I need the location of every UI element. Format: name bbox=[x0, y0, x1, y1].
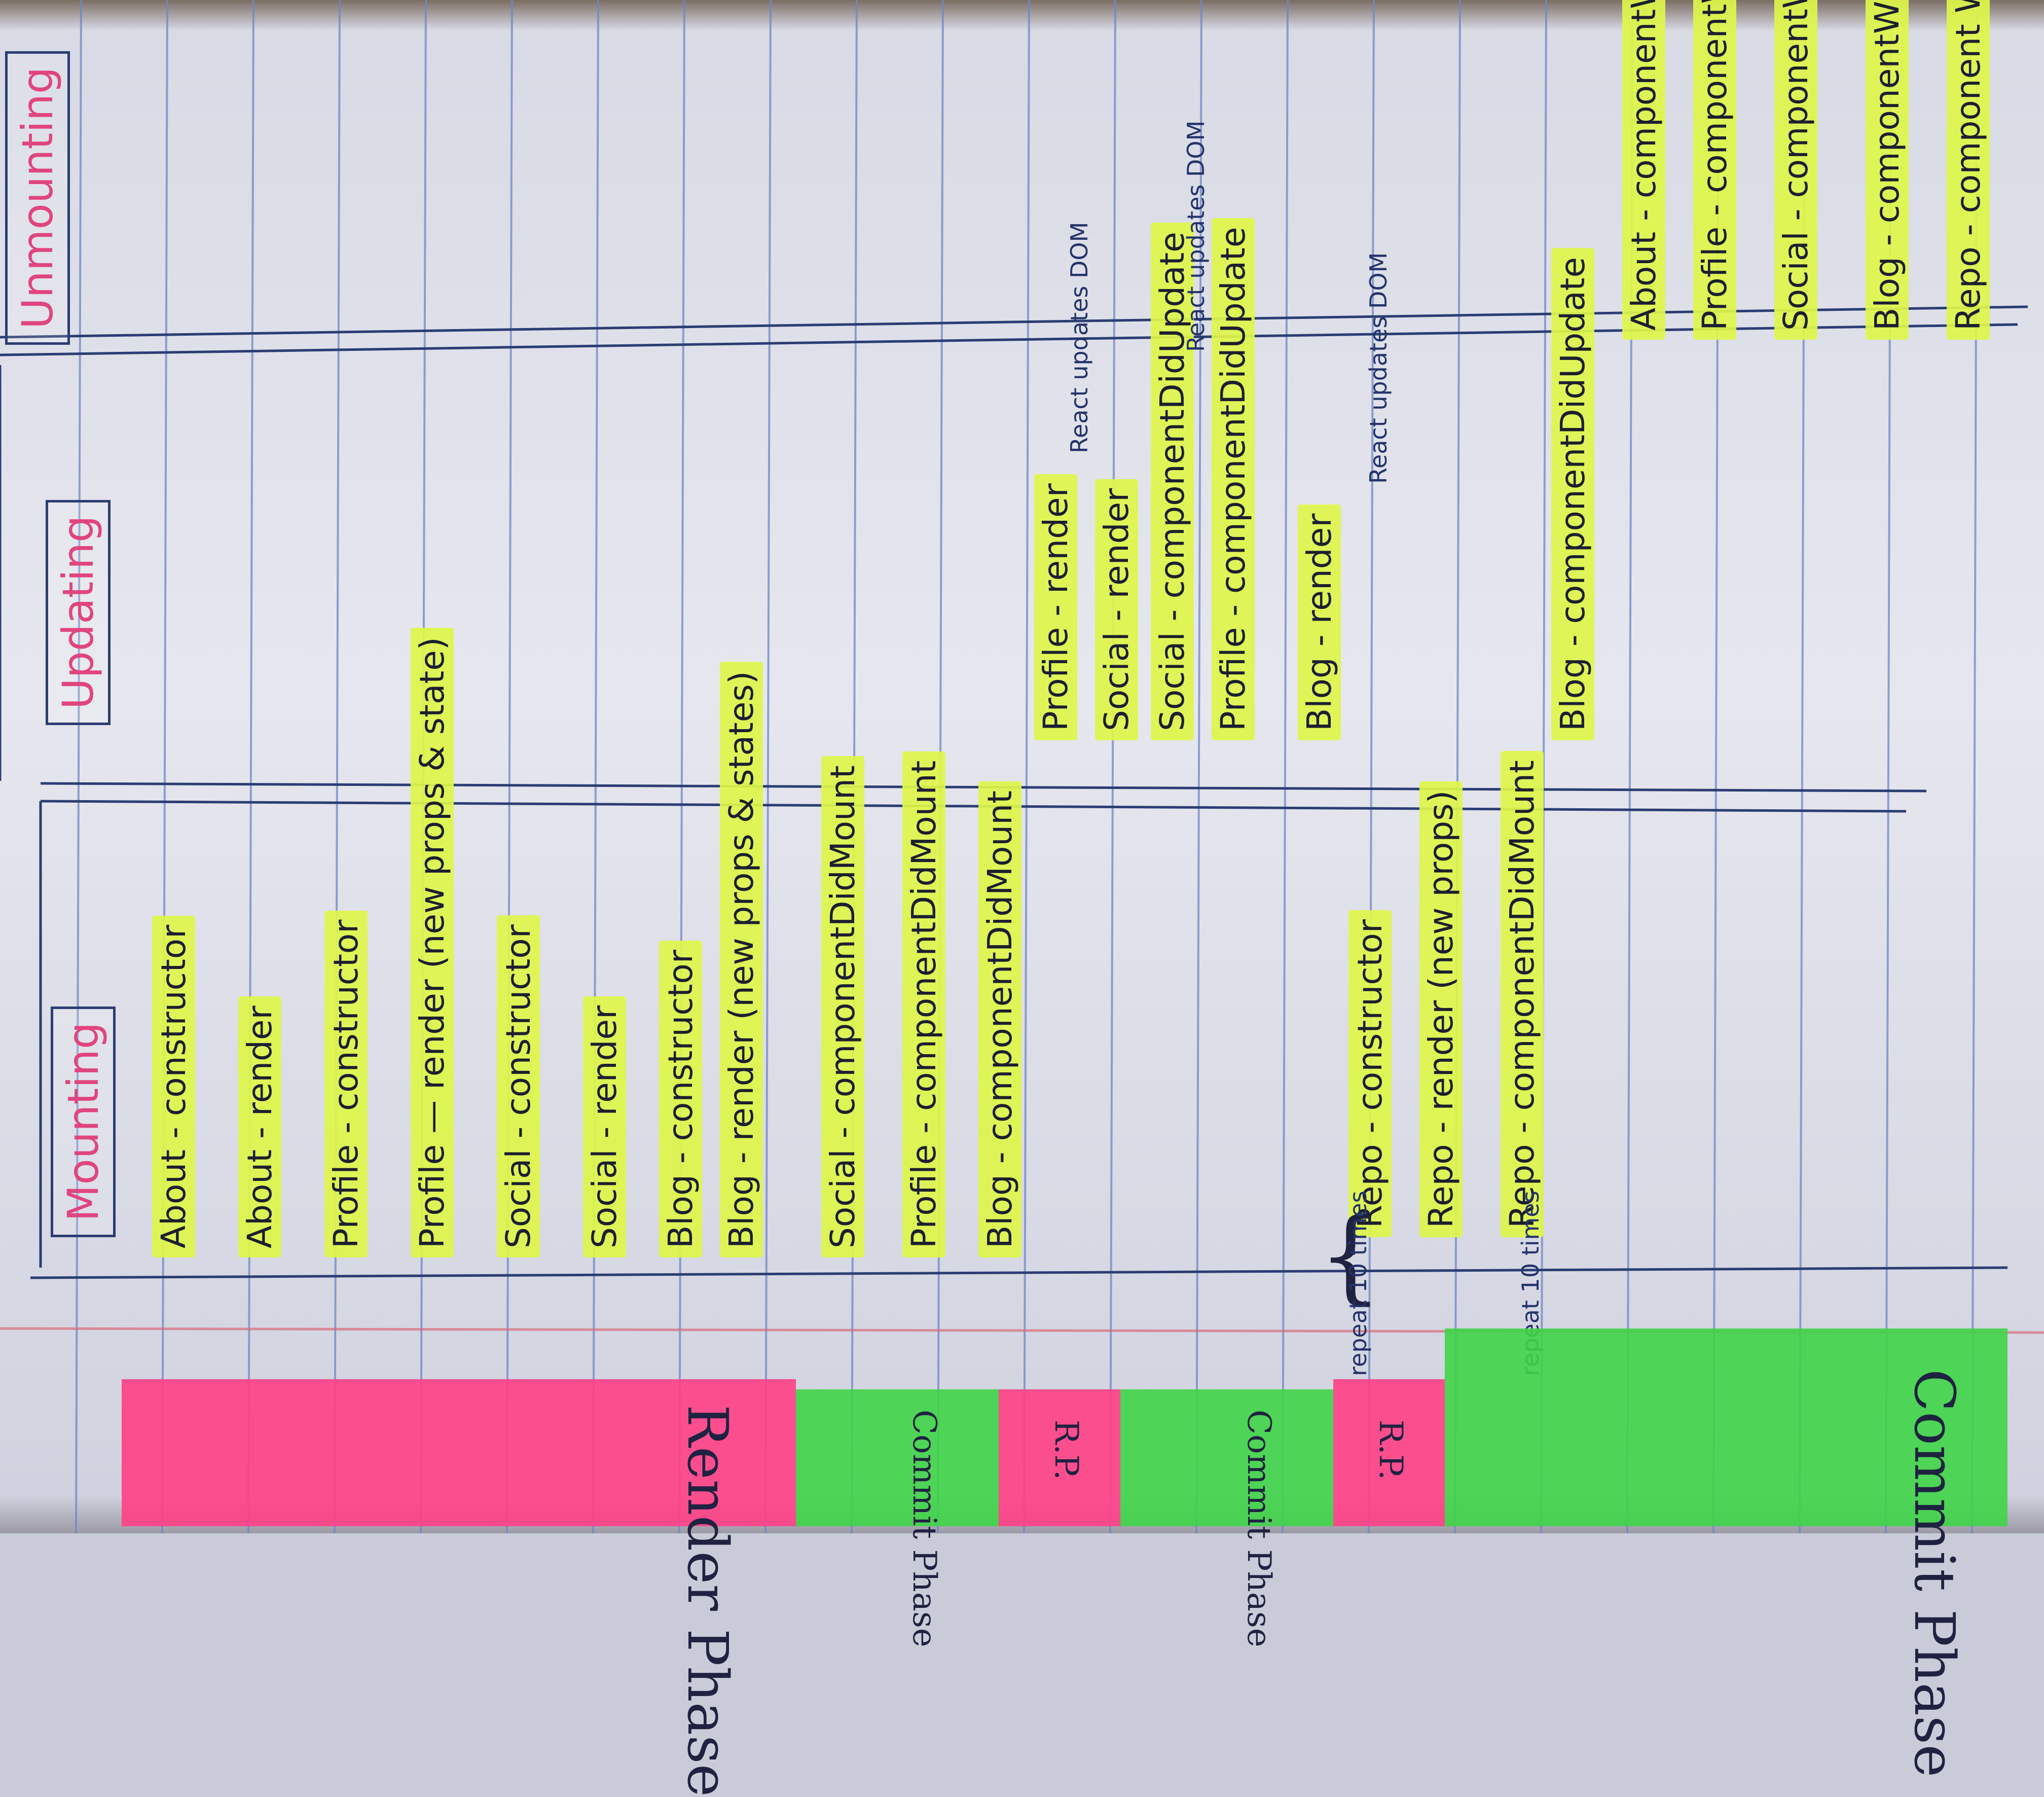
unmount-entry-social: Social - componentWill Unmount bbox=[1774, 0, 1817, 340]
commit-phase-band-3 bbox=[1445, 1328, 2008, 1526]
rp-label-1: R.P. bbox=[1047, 1420, 1085, 1480]
unmount-entry-blog: Blog - componentWill Unmount bbox=[1866, 0, 1909, 340]
mount-entry-blog-render: Blog - render (new props & states) bbox=[720, 662, 763, 1257]
mounting-heading: Mounting bbox=[51, 1006, 116, 1237]
mount-entry-blog-didmount: Blog - componentDidMount bbox=[978, 781, 1021, 1257]
note-react-updates-dom-2: React updates DOM bbox=[1182, 120, 1210, 352]
commit-phase-label-2: Commit Phase bbox=[1240, 1410, 1278, 1647]
commit-phase-label-3: Commit Phase bbox=[1902, 1369, 1967, 1778]
commit-phase-band-1 bbox=[796, 1389, 999, 1526]
mount-entry-profile-constructor: Profile - constructor bbox=[324, 910, 368, 1257]
mount-entry-repo-render: Repo - render (new props) bbox=[1419, 781, 1463, 1237]
update-entry-profile-didupdate: Profile - componentDidUpdate bbox=[1212, 218, 1255, 740]
render-phase-label: Render Phase bbox=[675, 1405, 740, 1797]
updating-heading: Updating bbox=[46, 499, 111, 725]
update-entry-blog-didupdate: Blog - componentDidUpdate bbox=[1551, 247, 1594, 740]
mount-entry-social-didmount: Social - componentDidMount bbox=[821, 756, 864, 1257]
mount-entry-profile-render: Profile — render (new props & state) bbox=[411, 628, 454, 1257]
mount-entry-about-constructor: About - constructor bbox=[152, 915, 195, 1257]
unmount-entry-profile: Profile - componentWill Unmount bbox=[1693, 0, 1736, 340]
note-react-updates-dom-1: React updates DOM bbox=[1066, 222, 1093, 453]
rp-band-2 bbox=[1333, 1379, 1445, 1526]
update-entry-blog-render: Blog - render bbox=[1298, 504, 1341, 740]
rp-band-1 bbox=[999, 1389, 1120, 1526]
rp-label-2: R.P. bbox=[1372, 1420, 1409, 1480]
ruled-lines bbox=[0, 0, 2044, 1533]
mount-entry-repo-didmount: Repo - componentDidMount bbox=[1501, 751, 1544, 1237]
mount-entry-social-render: Social - render bbox=[583, 996, 626, 1257]
update-entry-social-render: Social - render bbox=[1095, 479, 1138, 740]
curly-brace: { bbox=[1318, 1197, 1383, 1315]
mount-entry-social-constructor: Social - constructor bbox=[497, 915, 540, 1257]
note-repeat-1: repeat 10 times bbox=[1344, 1191, 1372, 1376]
unmount-entry-repo: Repo - component WillUnmount bbox=[1947, 0, 1990, 340]
mount-entry-profile-didmount: Profile - componentDidMount bbox=[902, 751, 945, 1257]
mount-entry-about-render: About - render bbox=[238, 996, 281, 1257]
unmount-entry-about: About - componentWill Unmount bbox=[1622, 0, 1665, 340]
note-react-updates-dom-3: React updates DOM bbox=[1365, 252, 1392, 484]
commit-phase-label-1: Commit Phase bbox=[905, 1410, 943, 1647]
commit-phase-band-2 bbox=[1120, 1389, 1333, 1526]
update-entry-profile-render: Profile - render bbox=[1034, 474, 1077, 740]
render-phase-band bbox=[122, 1379, 796, 1526]
mount-entry-blog-constructor: Blog - constructor bbox=[659, 940, 702, 1257]
unmounting-heading: Unmounting bbox=[5, 51, 70, 345]
